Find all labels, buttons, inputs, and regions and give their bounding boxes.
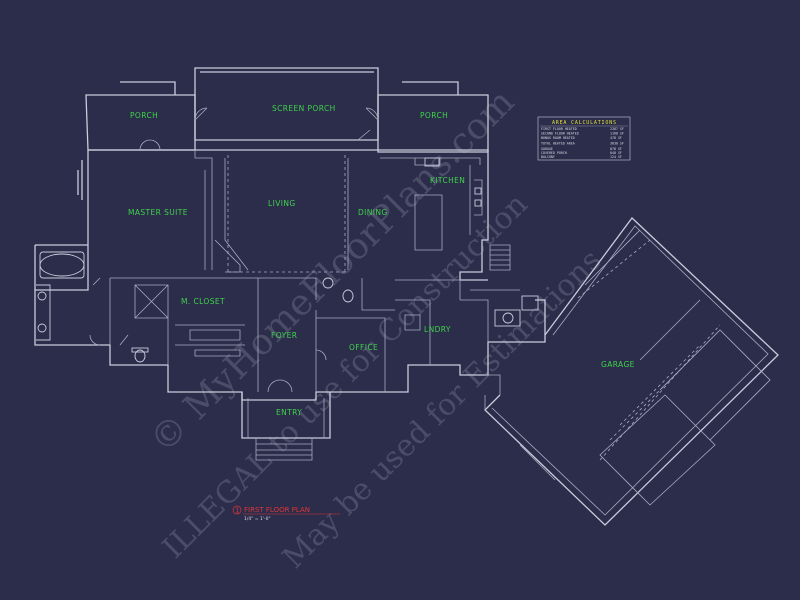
room-labels: PORCH SCREEN PORCH PORCH MASTER SUITE LI…: [128, 104, 635, 417]
plan-scale: 1/4" = 1'-0": [244, 516, 271, 522]
calc-row-label: GARAGE: [541, 147, 553, 151]
calc-row-label: FIRST FLOOR HEATED: [541, 127, 577, 131]
calc-row-label: COVERED PORCH: [541, 151, 567, 155]
entry-steps: [241, 392, 331, 461]
calc-row-value: 3630 SF: [610, 142, 624, 146]
label-m-closet: M. CLOSET: [181, 297, 225, 306]
label-laundry: LNDRY: [424, 325, 451, 334]
label-kitchen: KITCHEN: [430, 176, 465, 185]
calc-row-value: 124 SF: [610, 155, 622, 159]
label-living: LIVING: [268, 199, 296, 208]
calc-row-value: 2387 SF: [610, 127, 624, 131]
label-entry: ENTRY: [276, 408, 302, 417]
plan-title: FIRST FLOOR PLAN: [244, 506, 310, 514]
calc-row-value: 848 SF: [610, 151, 622, 155]
calc-row-label: BALCONY: [541, 155, 555, 159]
calc-row-label: TOTAL HEATED AREA: [541, 142, 575, 146]
label-garage: GARAGE: [601, 360, 635, 369]
label-screen-porch: SCREEN PORCH: [272, 104, 336, 113]
calc-row-value: 478 SF: [610, 136, 622, 140]
calc-row-label: SECOND FLOOR HEATED: [541, 132, 579, 136]
garage: [484, 217, 779, 526]
doors: [89, 107, 379, 393]
label-master-suite: MASTER SUITE: [128, 208, 188, 217]
area-calculations-table: AREA CALCULATIONS FIRST FLOOR HEATED 238…: [537, 116, 631, 161]
label-foyer: FOYER: [271, 331, 297, 340]
plan-title-block: 1 FIRST FLOOR PLAN 1/4" = 1'-0": [232, 505, 340, 522]
label-porch-left: PORCH: [130, 111, 158, 120]
label-office: OFFICE: [349, 343, 378, 352]
label-porch-right: PORCH: [420, 111, 448, 120]
calc-row-value: 878 SF: [610, 147, 622, 151]
watermark: © MyHomeFloorPlans.com ILLEGAL to use fo…: [142, 81, 608, 575]
interior-walls: [109, 150, 520, 392]
area-calculations-title: AREA CALCULATIONS: [552, 120, 617, 126]
bath-fixtures: [36, 157, 539, 363]
plan-number: 1: [235, 507, 239, 515]
exterior-walls: [34, 67, 546, 401]
label-dining: DINING: [358, 208, 388, 217]
calc-row-value: 1168 SF: [610, 132, 624, 136]
calc-row-label: BONUS ROOM HEATED: [541, 136, 575, 140]
